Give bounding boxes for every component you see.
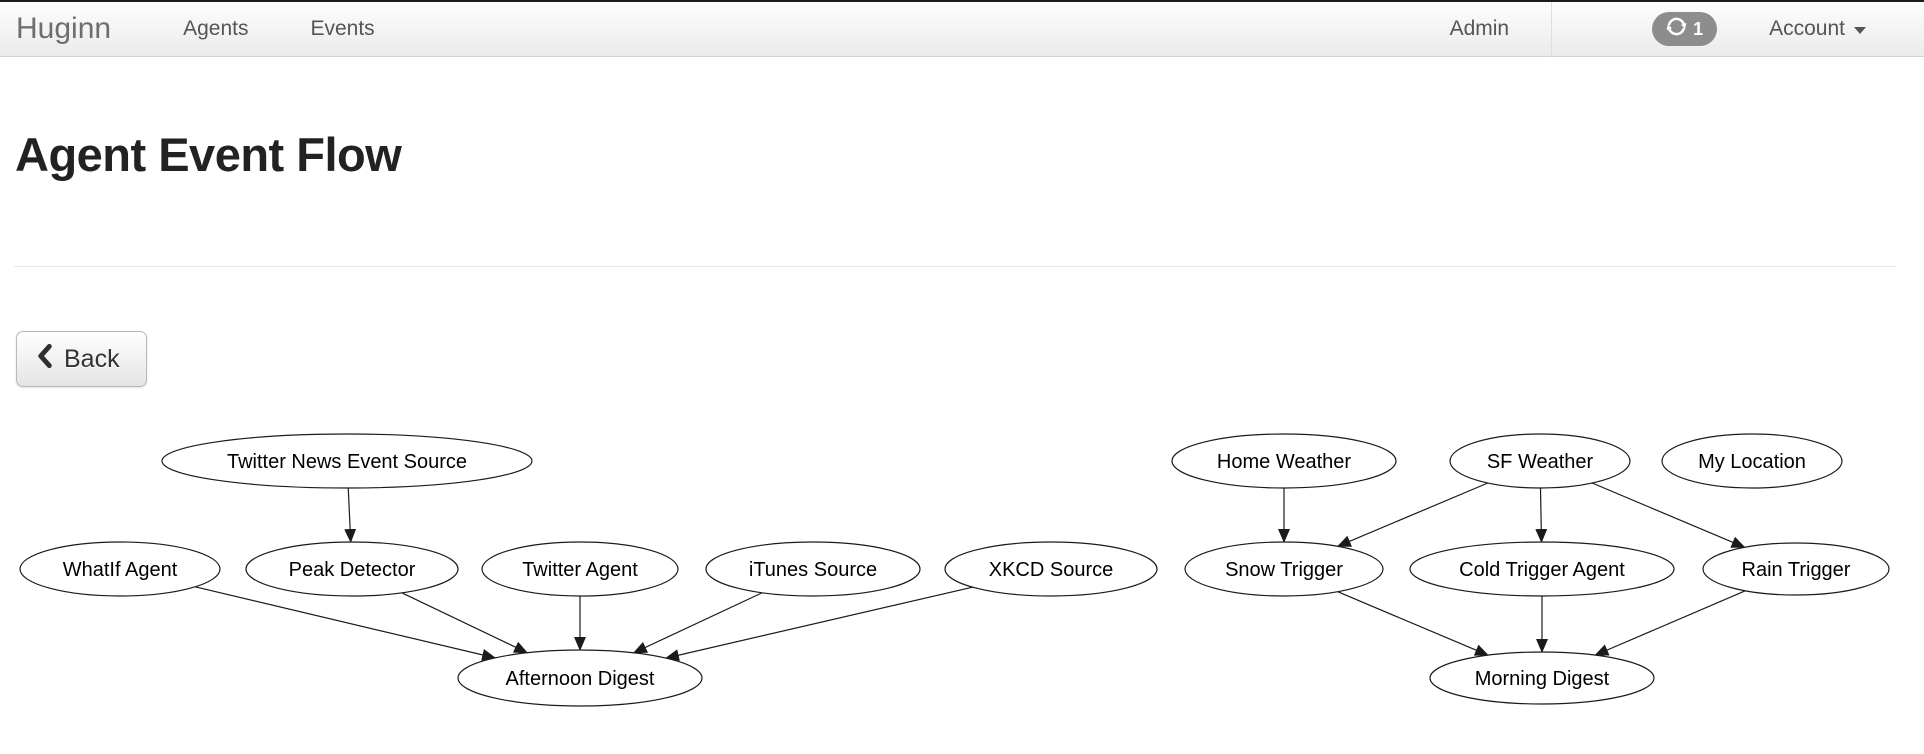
svg-text:Rain Trigger: Rain Trigger [1742,559,1851,581]
page-rule [14,266,1896,267]
node-twitter-news-event-source: Twitter News Event Source [161,433,533,489]
chevron-down-icon [1854,27,1866,34]
svg-text:XKCD Source: XKCD Source [989,559,1114,581]
edge-itunes-source-to-afternoon-digest [632,592,763,654]
node-morning-digest: Morning Digest [1429,651,1655,705]
svg-text:Home Weather: Home Weather [1217,451,1351,473]
edge-sf-weather-to-snow-trigger [1336,482,1489,547]
window-top-edge [0,0,1924,2]
back-button-label: Back [64,344,120,373]
node-snow-trigger: Snow Trigger [1184,541,1384,597]
node-twitter-agent: Twitter Agent [481,541,679,597]
chevron-left-icon [37,343,52,375]
edge-sf-weather-to-cold-trigger-agent [1535,487,1548,544]
edge-sf-weather-to-rain-trigger [1591,482,1746,548]
svg-text:iTunes Source: iTunes Source [749,559,877,581]
svg-text:Peak Detector: Peak Detector [289,559,416,581]
svg-text:My Location: My Location [1698,451,1806,473]
svg-text:Afternoon Digest: Afternoon Digest [506,668,655,690]
node-sf-weather: SF Weather [1449,433,1631,489]
account-label: Account [1769,17,1845,40]
svg-text:SF Weather: SF Weather [1487,451,1594,473]
node-cold-trigger-agent: Cold Trigger Agent [1409,541,1675,597]
node-rain-trigger: Rain Trigger [1702,542,1890,596]
svg-text:Twitter Agent: Twitter Agent [522,559,638,581]
node-xkcd-source: XKCD Source [944,541,1158,597]
job-count: 1 [1693,18,1704,39]
navbar: Huginn Agents Events Admin 1 Account [0,1,1924,57]
refresh-icon [1666,16,1687,42]
edge-snow-trigger-to-morning-digest [1337,591,1489,656]
node-peak-detector: Peak Detector [245,541,459,597]
edge-xkcd-source-to-afternoon-digest [664,586,973,662]
svg-text:Morning Digest: Morning Digest [1475,668,1610,690]
nav-item-events[interactable]: Events [310,17,375,40]
svg-text:Cold Trigger Agent: Cold Trigger Agent [1459,559,1625,581]
job-count-badge[interactable]: 1 [1652,12,1718,46]
node-home-weather: Home Weather [1171,433,1397,489]
node-afternoon-digest: Afternoon Digest [457,649,703,707]
page-title: Agent Event Flow [15,128,402,181]
nav-item-admin[interactable]: Admin [1449,17,1510,40]
navbar-right: Admin 1 Account [1449,1,1924,57]
back-button[interactable]: Back [16,331,147,387]
node-whatif-agent: WhatIf Agent [19,541,221,597]
svg-text:Twitter News Event Source: Twitter News Event Source [227,451,467,473]
navbar-divider [1551,1,1553,57]
node-my-location: My Location [1661,433,1843,489]
edge-whatif-agent-to-afternoon-digest [195,586,497,661]
nav-item-agents[interactable]: Agents [183,17,249,40]
edge-twitter-news-event-source-to-peak-detector [344,487,357,544]
edge-rain-trigger-to-morning-digest [1594,590,1746,656]
node-itunes-source: iTunes Source [705,541,921,597]
account-menu[interactable]: Account [1769,17,1866,41]
brand-link[interactable]: Huginn [16,12,112,45]
svg-text:WhatIf Agent: WhatIf Agent [63,559,178,581]
svg-text:Snow Trigger: Snow Trigger [1225,559,1343,581]
edge-peak-detector-to-afternoon-digest [401,592,529,654]
